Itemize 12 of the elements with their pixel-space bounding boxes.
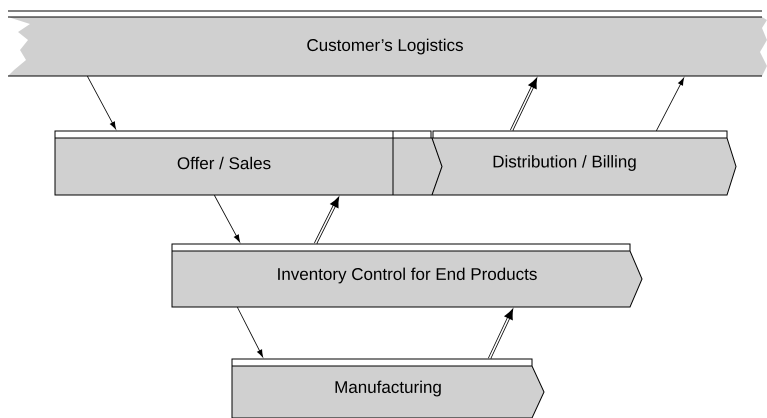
process-box: Offer / Sales — [54, 130, 394, 196]
process-chevron: Inventory Control for End Products — [172, 244, 643, 308]
double-arrow — [314, 196, 340, 244]
logistics-band: Customer’s Logistics — [8, 10, 767, 76]
double-arrow — [488, 308, 514, 360]
arrow — [656, 78, 684, 131]
double-arrow — [510, 77, 538, 132]
arrow — [237, 307, 264, 358]
process-chevron: Distribution / Billing — [392, 130, 737, 196]
process-chevron: Manufacturing — [232, 358, 545, 418]
arrow — [87, 76, 116, 130]
arrow — [214, 195, 240, 242]
